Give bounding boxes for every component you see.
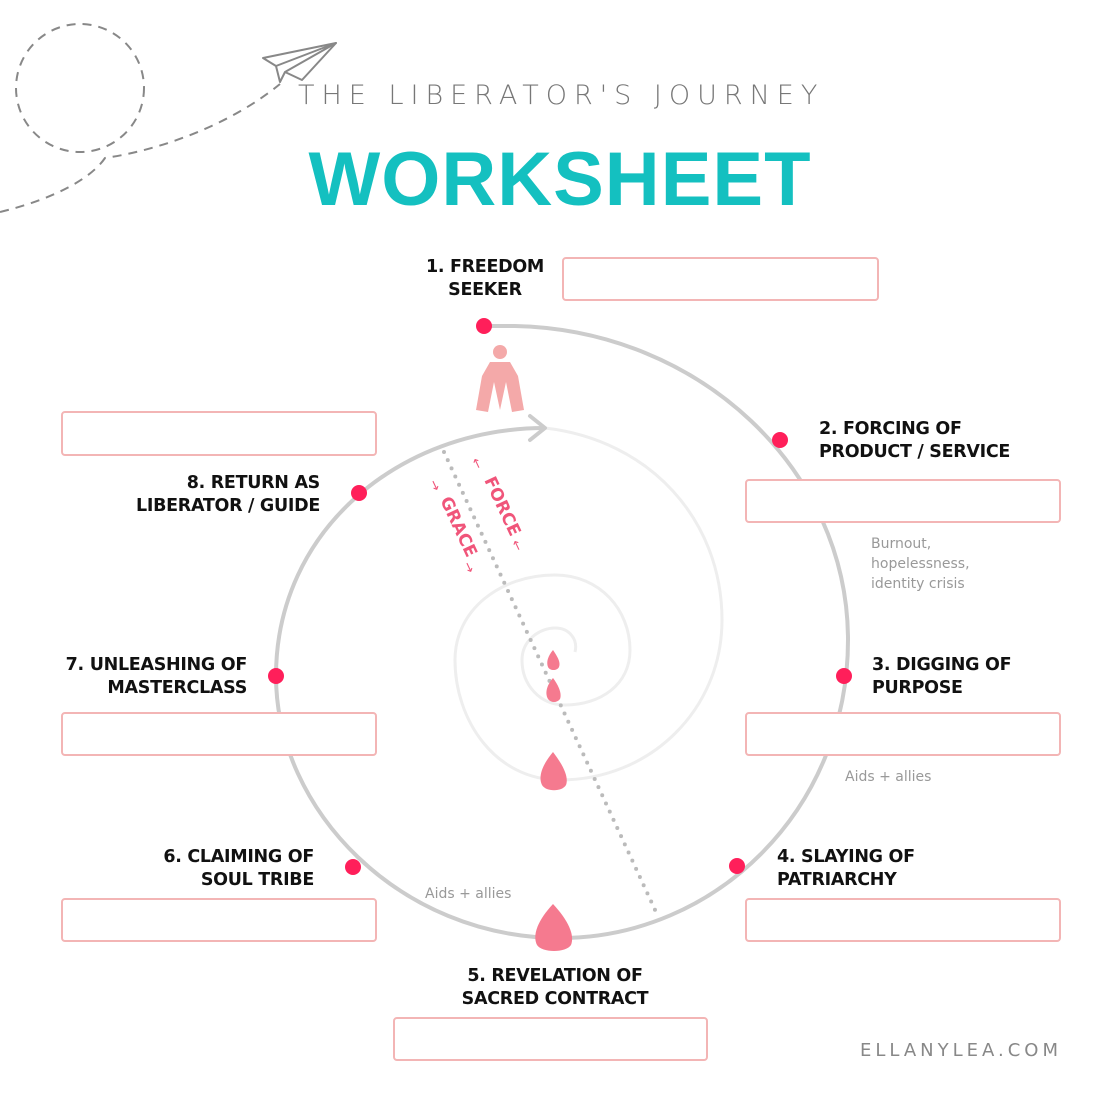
stage-dot-2 (772, 432, 788, 448)
hero-figure-icon (476, 345, 524, 412)
footer-website[interactable]: ELLANYLEA.COM (859, 1040, 1062, 1061)
stage-label-line: 7. UNLEASHING OF (65, 655, 248, 675)
stage-dot-8 (351, 485, 367, 501)
stage-dot-1 (476, 318, 492, 334)
stage-label-line: 1. FREEDOM (425, 257, 545, 277)
answer-box-6[interactable] (61, 898, 377, 942)
stage-label-line: 6. CLAIMING OF (163, 847, 314, 867)
answer-box-3[interactable] (745, 712, 1061, 756)
stage-label-line: LIBERATOR / GUIDE (136, 496, 320, 516)
answer-box-2[interactable] (745, 479, 1061, 523)
svg-text:↑: ↑ (509, 537, 525, 555)
stage-label-1: 1. FREEDOM SEEKER (420, 256, 550, 302)
stage-label-7: 7. UNLEASHING OF MASTERCLASS (40, 654, 248, 700)
answer-box-1[interactable] (562, 257, 879, 301)
outer-spiral (273, 324, 851, 941)
flame-icons (535, 650, 573, 951)
force-label: FORCE (479, 474, 524, 540)
stage-label-line: SOUL TRIBE (200, 870, 314, 890)
stage-label-line: SACRED CONTRACT (461, 989, 649, 1009)
svg-text:↑: ↑ (469, 455, 485, 473)
svg-text:↓: ↓ (461, 559, 477, 577)
stage-label-line: 8. RETURN AS (186, 473, 321, 493)
paper-plane-trail (0, 23, 281, 213)
flame-icon (547, 650, 560, 670)
answer-box-4[interactable] (745, 898, 1061, 942)
stage-dot-3 (836, 668, 852, 684)
note-line: Burnout, (871, 536, 932, 552)
stage-label-line: PRODUCT / SERVICE (819, 442, 1011, 462)
burnout-note: Burnout, hopelessness, identity crisis (871, 534, 970, 594)
inner-spiral (453, 426, 724, 782)
worksheet-title: WORKSHEET (308, 137, 812, 222)
stage-label-line: 3. DIGGING OF (872, 655, 1012, 675)
worksheet-subtitle: THE LIBERATOR'S JOURNEY (298, 80, 825, 111)
stage-label-line: MASTERCLASS (107, 678, 247, 698)
svg-text:↓: ↓ (427, 477, 443, 495)
stage-label-line: 5. REVELATION OF (467, 966, 643, 986)
answer-box-8[interactable] (61, 411, 377, 456)
stage-label-4: 4. SLAYING OF PATRIARCHY (777, 846, 915, 892)
stage-label-2: 2. FORCING OF PRODUCT / SERVICE (819, 418, 1010, 464)
answer-box-7[interactable] (61, 712, 377, 756)
note-line: hopelessness, (871, 556, 970, 572)
aids-allies-note-right: Aids + allies (845, 769, 932, 785)
stage-label-line: 4. SLAYING OF (777, 847, 915, 867)
stage-label-line: 2. FORCING OF (819, 419, 962, 439)
note-line: identity crisis (871, 576, 965, 592)
stage-dot-7 (268, 668, 284, 684)
flame-icon (540, 752, 567, 791)
stage-label-3: 3. DIGGING OF PURPOSE (872, 654, 1012, 700)
stage-label-6: 6. CLAIMING OF SOUL TRIBE (110, 846, 314, 892)
stage-label-line: PURPOSE (872, 678, 963, 698)
stage-dot-6 (345, 859, 361, 875)
flame-icon (535, 904, 573, 951)
stage-label-5: 5. REVELATION OF SACRED CONTRACT (440, 965, 670, 1011)
aids-allies-note-bottom: Aids + allies (425, 886, 512, 902)
force-grace-labels: FORCE GRACE ↑ ↑ ↓ ↓ (427, 455, 525, 577)
paper-plane-icon (262, 42, 337, 83)
stage-dot-4 (729, 858, 745, 874)
flame-icon (546, 678, 561, 702)
answer-box-5[interactable] (393, 1017, 708, 1061)
stage-label-8: 8. RETURN AS LIBERATOR / GUIDE (100, 472, 320, 518)
stage-label-line: PATRIARCHY (777, 870, 897, 890)
stage-label-line: SEEKER (448, 280, 522, 300)
stage-dots (268, 318, 852, 875)
grace-label: GRACE (435, 494, 480, 561)
